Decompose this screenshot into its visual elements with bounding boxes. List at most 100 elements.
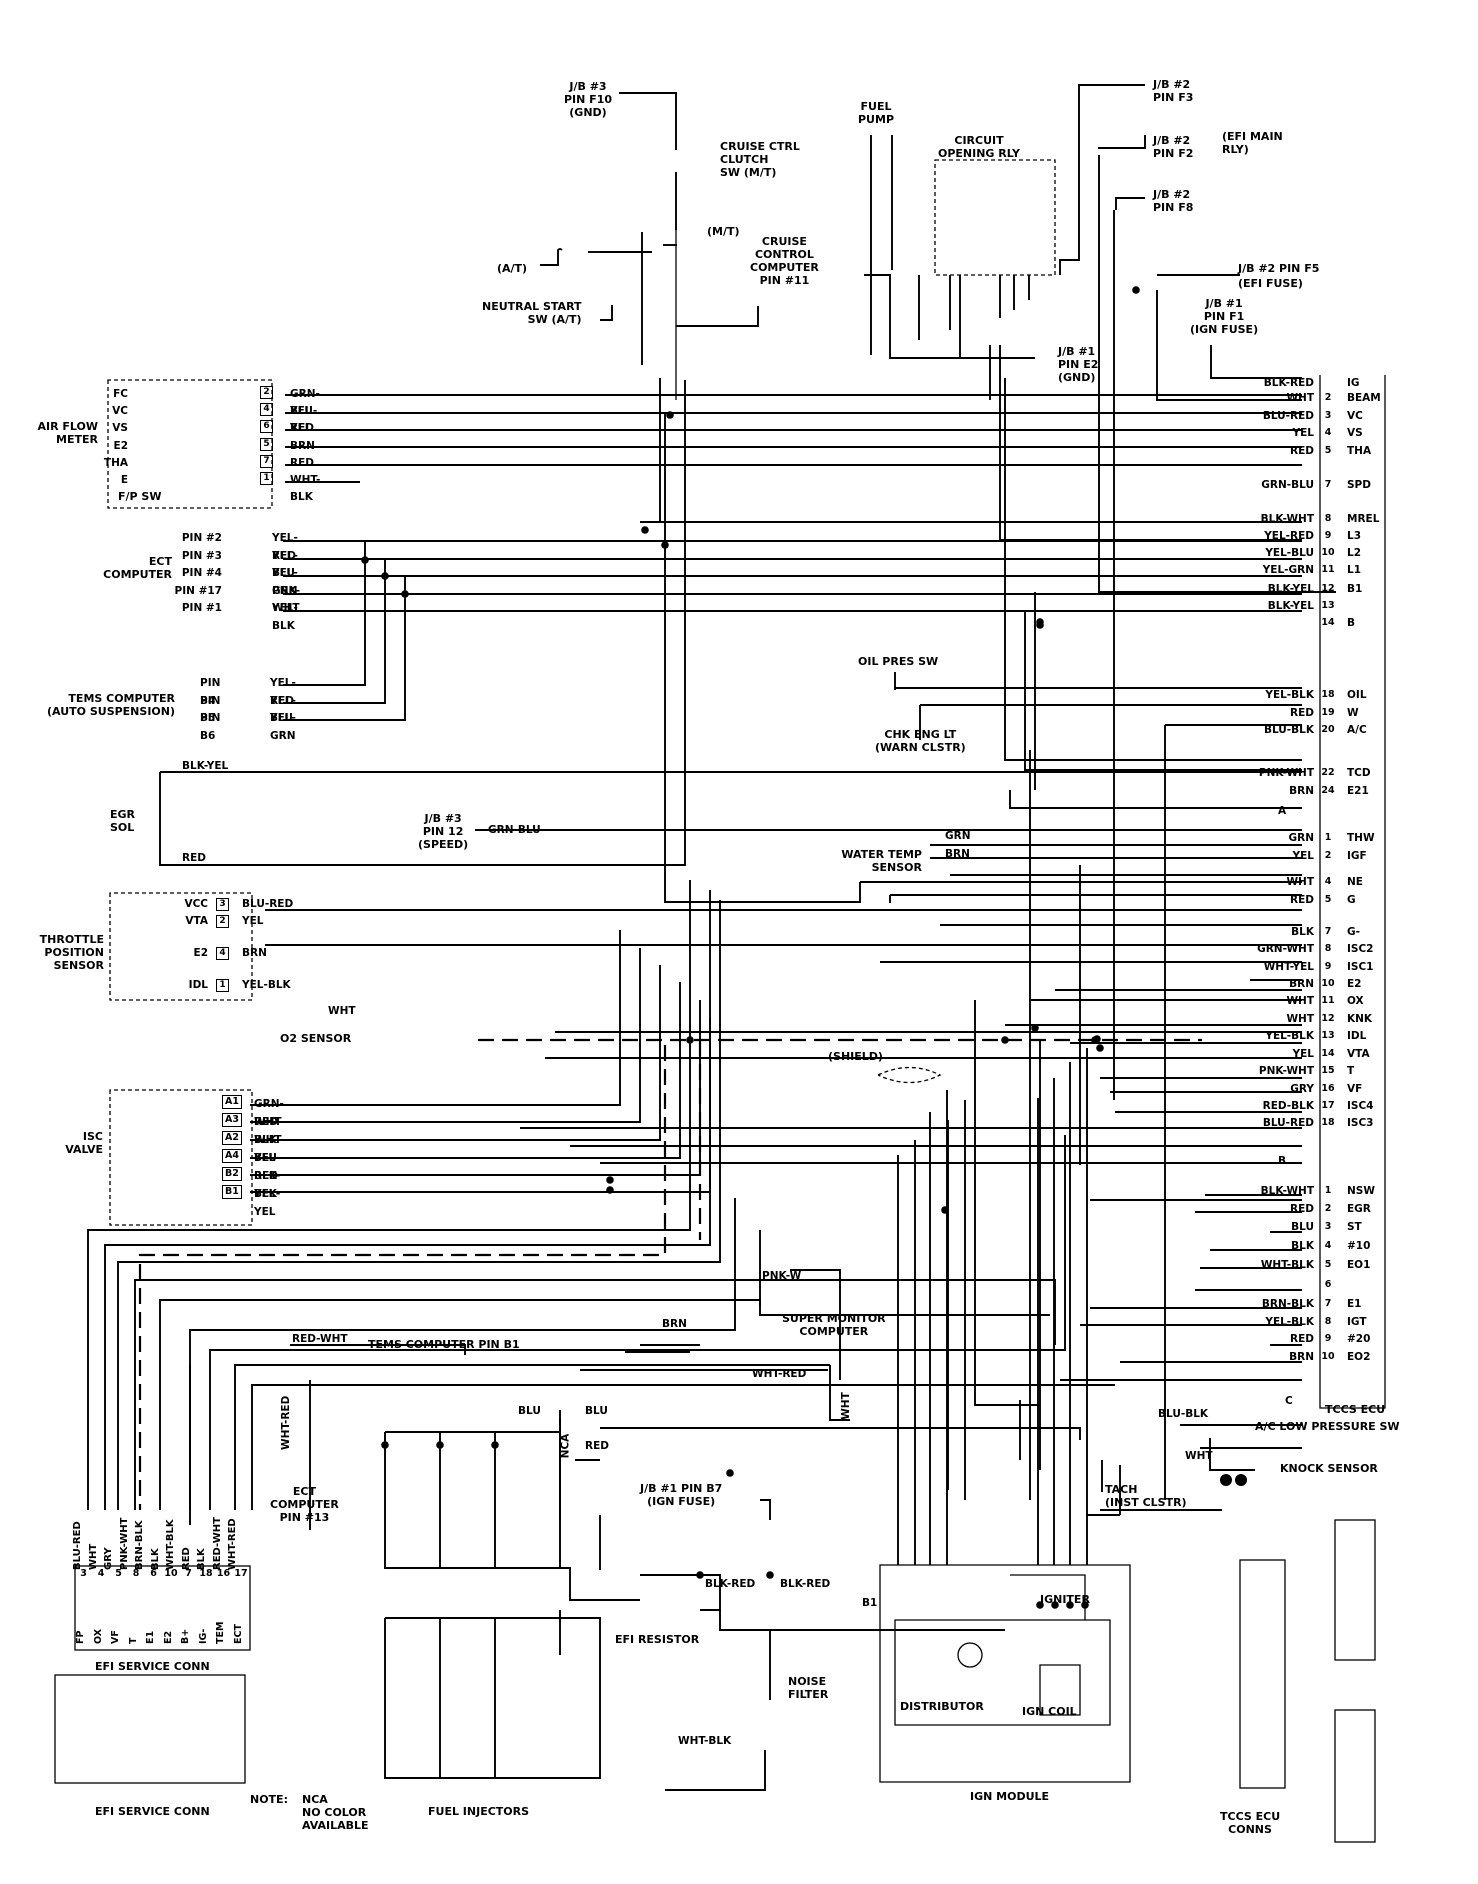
ecu-pin-no: 11	[1321, 995, 1335, 1006]
ecu-wire-color: YEL-RED	[1264, 530, 1314, 542]
ecu-pin-name: IDL	[1347, 1030, 1367, 1042]
ecu-pin-no: 3	[1324, 410, 1332, 421]
afm-pin-wire: RED	[290, 456, 314, 469]
wts-wire2: BRN	[945, 848, 970, 860]
at-label: (A/T)	[497, 262, 528, 275]
ecu-wire-color: GRY	[1290, 1083, 1314, 1095]
isc-pin-wire: BLK-YEL	[254, 1188, 281, 1218]
afm-pin-wire: YEL	[290, 422, 312, 435]
ecu-pin-no: 6	[1324, 1279, 1332, 1290]
label-line: NEUTRAL START	[482, 300, 582, 313]
svc-wire-color: RED-WHT	[211, 1517, 223, 1570]
ecu-pin-name: T	[1347, 1065, 1355, 1077]
ecu-pin-no: 16	[1321, 1083, 1335, 1094]
ect-pin-wire: YEL-BLK	[272, 602, 298, 632]
ecu-pin-no: 1	[1324, 1185, 1332, 1196]
ecu-pin-name: THW	[1347, 832, 1375, 844]
ecu-wire-color: WHT-YEL	[1263, 961, 1314, 973]
label-line: TCCS ECU	[1220, 1810, 1281, 1823]
ect13-label: ECT COMPUTER PIN #13	[270, 1485, 339, 1524]
ect-computer-label: ECT COMPUTER	[98, 555, 172, 581]
ecu-pin-name: BEAM	[1347, 392, 1381, 404]
ecu-wire-color: BLK-RED	[1263, 377, 1314, 389]
speed-label: J/B #3 PIN 12 (SPEED)	[418, 812, 468, 851]
red-label: RED	[585, 1440, 609, 1452]
label-line: EGR	[110, 808, 136, 821]
ect-pin-name: PIN #17	[174, 584, 222, 597]
label-line: J/B #1	[1058, 345, 1096, 358]
tps-pin-wire: YEL-BLK	[242, 979, 291, 991]
blu-blk-label: BLU-BLK	[1158, 1408, 1209, 1420]
ecu-pin-name: TCD	[1347, 767, 1371, 779]
svc-pin-name: E2	[162, 1630, 174, 1644]
ect-pin-wire: YEL-RED	[272, 532, 298, 562]
ecu-wire-color: WHT-BLK	[1260, 1259, 1314, 1271]
label-line: AIR FLOW	[37, 420, 98, 433]
tps-pin-name: E2	[193, 947, 208, 959]
ecu-pin-name: VF	[1347, 1083, 1363, 1095]
svc-wire-color: BRN-BLK	[134, 1520, 145, 1570]
ecu-pin-name: IG	[1347, 377, 1360, 389]
label-line: (GND)	[569, 106, 607, 119]
jb2-f5-label: J/B #2 PIN F5	[1238, 262, 1320, 275]
svc-pin-no: 10	[164, 1568, 178, 1579]
tems-pin-name: PIN B4	[200, 677, 221, 707]
label-line: J/B #1 PIN B7	[640, 1482, 723, 1495]
ecu-pin-no: 18	[1321, 1117, 1335, 1128]
svc-pin-no: 6	[150, 1568, 157, 1579]
label-line: PIN #11	[759, 274, 810, 287]
svc-pin-name: IG-	[197, 1628, 209, 1644]
afm-pin-name: FC	[113, 388, 128, 400]
fuel-pump-label: FUEL PUMP	[858, 100, 894, 126]
afm-pin-no: 4	[260, 403, 273, 417]
ecu-pin-name: EO2	[1347, 1351, 1371, 1363]
ecu-pin-row: GRY 16 VF	[1212, 1083, 1422, 1098]
svc-pin-name: B+	[180, 1628, 191, 1644]
ecu-wire-color: GRN-BLU	[1261, 479, 1314, 491]
ecu-wire-color: RED	[1290, 1333, 1314, 1345]
ecu-pin-name: L2	[1347, 547, 1361, 559]
label-line: SOL	[110, 821, 135, 834]
svc-wire-color: PNK-WHT	[118, 1517, 130, 1571]
ecu-sect-b: B	[1278, 1155, 1287, 1167]
svc-pin-no: 17	[234, 1568, 248, 1579]
ecu-wire-color: RED	[1290, 894, 1314, 906]
chk-eng-lt-label: CHK ENG LT (WARN CLSTR)	[875, 728, 966, 754]
throttle-position-sensor-label: THROTTLE POSITION SENSOR	[36, 933, 104, 972]
label-line: J/B #2	[1153, 78, 1191, 91]
label-line: POSITION	[44, 946, 104, 959]
ecu-pin-no: 5	[1324, 894, 1332, 905]
knock-sensor-label: KNOCK SENSOR	[1280, 1462, 1378, 1475]
wht-blk-label: WHT-BLK	[678, 1735, 732, 1747]
ect-pin-name: PIN #3	[181, 549, 222, 562]
label-line: PIN #13	[279, 1511, 330, 1524]
afm-pin-no: 1	[260, 471, 273, 485]
ecu-pin-no: 9	[1324, 530, 1332, 541]
label-line: PIN F10	[563, 93, 612, 106]
isc-pin-wire: GRN-WHT	[254, 1098, 284, 1128]
svc-wire-color: BLK	[149, 1548, 161, 1570]
label-line: PIN E2	[1058, 358, 1099, 371]
ecu-pin-name: VC	[1347, 410, 1363, 422]
tps-pin-no: 3	[216, 898, 229, 911]
label-line: COMPUTER	[750, 261, 819, 274]
ecu-pin-name: THA	[1347, 445, 1372, 457]
tps-pin-name: VTA	[185, 915, 208, 927]
ecu-pin-no: 2	[1324, 1203, 1332, 1214]
ecu-wire-color: BLU	[1291, 1221, 1314, 1233]
label-line: SUPER MONITOR	[782, 1312, 886, 1325]
wht-red-label: WHT-RED	[752, 1368, 807, 1380]
